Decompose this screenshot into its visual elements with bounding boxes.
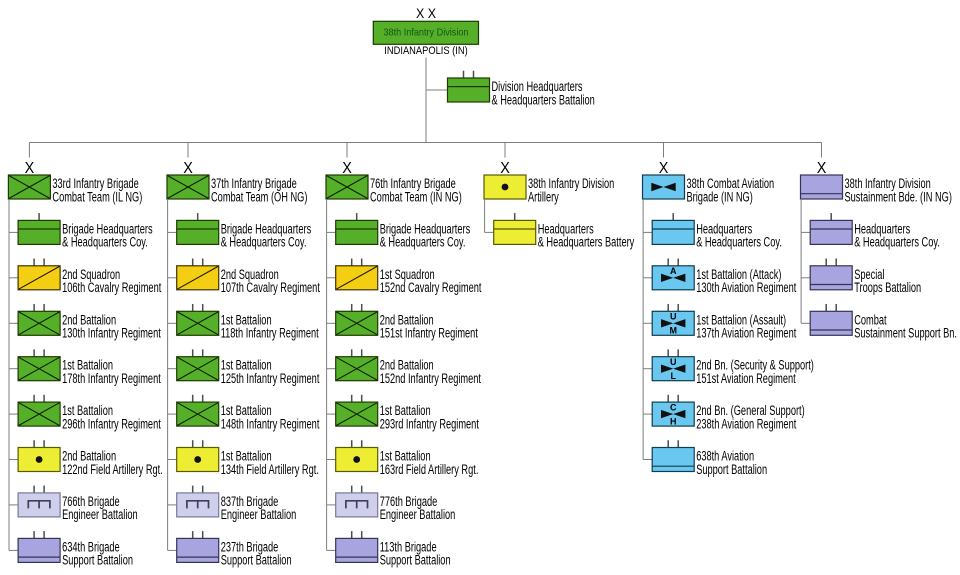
svg-text:& Headquarters Coy.: & Headquarters Coy. [854,235,940,250]
svg-text:& Headquarters Battalion: & Headquarters Battalion [492,92,595,107]
svg-text:238th Aviation Regiment: 238th Aviation Regiment [696,416,796,431]
svg-text:1st Battalion: 1st Battalion [221,358,272,373]
svg-text:Headquarters: Headquarters [854,221,910,236]
svg-text:1st Battalion: 1st Battalion [62,403,113,418]
svg-text:33rd Infantry Brigade: 33rd Infantry Brigade [52,176,138,191]
svg-text:Combat Team (IL NG): Combat Team (IL NG) [52,189,142,204]
svg-text:& Headquarters Battery: & Headquarters Battery [538,235,635,250]
svg-text:134th Field Artillery Rgt.: 134th Field Artillery Rgt. [221,462,319,477]
svg-text:Combat: Combat [854,312,887,327]
svg-text:Engineer Battalion: Engineer Battalion [62,507,138,522]
svg-text:296th Infantry Regiment: 296th Infantry Regiment [62,416,161,431]
svg-text:38th Infantry Division: 38th Infantry Division [528,176,614,191]
svg-text:Engineer Battalion: Engineer Battalion [380,507,456,522]
svg-text:Brigade Headquarters: Brigade Headquarters [221,221,312,236]
svg-text:76th Infantry Brigade: 76th Infantry Brigade [370,176,456,191]
svg-text:Brigade Headquarters: Brigade Headquarters [380,221,471,236]
svg-text:Sustainment Bde. (IN NG): Sustainment Bde. (IN NG) [845,189,952,204]
svg-text:H: H [670,416,677,426]
svg-text:2nd Squadron: 2nd Squadron [221,267,279,282]
svg-text:Combat Team (OH NG): Combat Team (OH NG) [211,189,307,204]
svg-text:638th Aviation: 638th Aviation [696,449,754,464]
svg-text:148th Infantry Regiment: 148th Infantry Regiment [221,416,320,431]
svg-text:Headquarters: Headquarters [538,221,594,236]
svg-text:Support Battalion: Support Battalion [221,553,292,568]
svg-text:& Headquarters Coy.: & Headquarters Coy. [696,235,782,250]
svg-text:152nd Cavalry Regiment: 152nd Cavalry Regiment [380,280,482,295]
svg-text:INDIANAPOLIS (IN): INDIANAPOLIS (IN) [384,45,467,57]
svg-text:2nd Battalion: 2nd Battalion [380,312,434,327]
svg-text:Support Battalion: Support Battalion [380,553,451,568]
svg-text:1st Battalion (Attack): 1st Battalion (Attack) [696,267,781,282]
svg-text:U: U [670,312,677,322]
svg-text:1st Battalion (Assault): 1st Battalion (Assault) [696,312,786,327]
svg-text:118th Infantry Regiment: 118th Infantry Regiment [221,326,319,341]
svg-text:1st Battalion: 1st Battalion [221,403,272,418]
svg-text:Brigade (IN NG): Brigade (IN NG) [687,189,753,204]
svg-text:38th Infantry Division: 38th Infantry Division [845,176,931,191]
svg-text:1st Battalion: 1st Battalion [380,403,431,418]
svg-text:130th Aviation Regiment: 130th Aviation Regiment [696,280,796,295]
svg-text:107th Cavalry Regiment: 107th Cavalry Regiment [221,280,320,295]
svg-text:130th Infantry Regiment: 130th Infantry Regiment [62,326,161,341]
svg-text:M: M [669,326,677,336]
svg-text:38th Combat Aviation: 38th Combat Aviation [687,176,775,191]
svg-text:122nd Field Artillery Rgt.: 122nd Field Artillery Rgt. [62,462,163,477]
svg-text:1st Battalion: 1st Battalion [221,312,272,327]
svg-text:766th Brigade: 766th Brigade [62,494,120,509]
svg-text:Special: Special [854,267,884,282]
svg-text:X: X [342,160,352,177]
svg-text:& Headquarters Coy.: & Headquarters Coy. [62,235,148,250]
svg-text:634th Brigade: 634th Brigade [62,539,120,554]
svg-text:837th Brigade: 837th Brigade [221,494,279,509]
svg-text:2nd Bn. (Security & Support): 2nd Bn. (Security & Support) [696,358,814,373]
svg-text:Artillery: Artillery [528,189,559,204]
svg-text:1st Battalion: 1st Battalion [62,358,113,373]
svg-text:X X: X X [416,5,437,21]
svg-text:Engineer Battalion: Engineer Battalion [221,507,297,522]
svg-text:L: L [670,371,676,381]
svg-text:1st Battalion: 1st Battalion [221,449,272,464]
svg-text:2nd Battalion: 2nd Battalion [380,358,434,373]
svg-text:Brigade Headquarters: Brigade Headquarters [62,221,153,236]
svg-text:178th Infantry Regiment: 178th Infantry Regiment [62,371,161,386]
svg-text:X: X [500,160,510,177]
svg-text:X: X [183,160,193,177]
svg-text:152nd Infantry Regiment: 152nd Infantry Regiment [380,371,481,386]
svg-text:Division Headquarters: Division Headquarters [492,79,583,94]
svg-text:237th Brigade: 237th Brigade [221,539,279,554]
svg-text:& Headquarters Coy.: & Headquarters Coy. [380,235,466,250]
svg-text:293rd Infantry Regiment: 293rd Infantry Regiment [380,416,479,431]
svg-text:Headquarters: Headquarters [696,221,752,236]
svg-text:2nd Bn. (General Support): 2nd Bn. (General Support) [696,403,805,418]
svg-text:106th Cavalry Regiment: 106th Cavalry Regiment [62,280,161,295]
svg-text:X: X [659,160,669,177]
svg-text:& Headquarters Coy.: & Headquarters Coy. [221,235,307,250]
svg-text:2nd Battalion: 2nd Battalion [62,312,116,327]
svg-text:151st Infantry Regiment: 151st Infantry Regiment [380,326,478,341]
svg-text:2nd Battalion: 2nd Battalion [62,449,116,464]
svg-text:38th Infantry Division: 38th Infantry Division [384,27,469,39]
svg-text:Combat Team (IN NG): Combat Team (IN NG) [370,189,462,204]
svg-text:Support Battalion: Support Battalion [696,462,767,477]
svg-text:1st Squadron: 1st Squadron [380,267,435,282]
svg-text:U: U [670,357,677,367]
svg-text:776th Brigade: 776th Brigade [380,494,438,509]
svg-text:113th Brigade: 113th Brigade [380,539,437,554]
svg-text:137th Aviation Regiment: 137th Aviation Regiment [696,326,796,341]
svg-text:Support Battalion: Support Battalion [62,553,133,568]
svg-text:A: A [670,266,677,276]
svg-text:125th Infantry Regiment: 125th Infantry Regiment [221,371,320,386]
svg-text:X: X [25,160,35,177]
svg-text:Troops Battalion: Troops Battalion [854,280,921,295]
svg-text:163rd Field Artillery Rgt.: 163rd Field Artillery Rgt. [380,462,479,477]
svg-text:Sustainment Support Bn.: Sustainment Support Bn. [854,326,957,341]
svg-text:151st Aviation Regiment: 151st Aviation Regiment [696,371,796,386]
svg-text:37th Infantry Brigade: 37th Infantry Brigade [211,176,297,191]
svg-text:2nd Squadron: 2nd Squadron [62,267,120,282]
svg-text:X: X [817,160,827,177]
svg-text:1st Battalion: 1st Battalion [380,449,431,464]
svg-text:C: C [670,402,677,412]
